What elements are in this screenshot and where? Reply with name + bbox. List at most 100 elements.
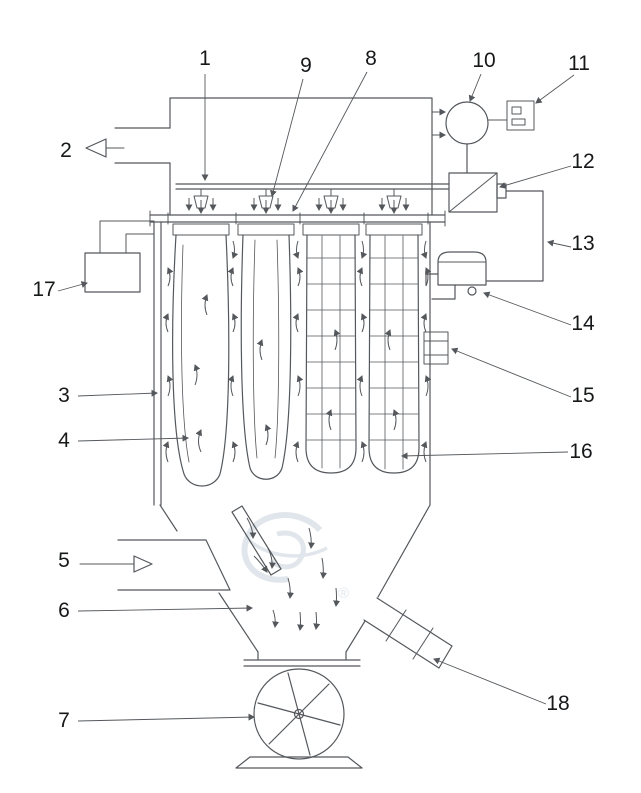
bag-band-2 — [237, 223, 295, 236]
main-drawing — [79, 97, 544, 769]
inlet-duct-walls — [117, 539, 231, 591]
callout-11: 11 — [568, 52, 590, 75]
leader-line-11 — [535, 74, 575, 104]
leader-line-13 — [547, 239, 572, 248]
chute-flanges — [385, 609, 434, 660]
valve-14-port — [467, 286, 477, 296]
control-box-body — [506, 100, 535, 131]
flow-arrows — [162, 198, 432, 631]
diaphragm-valve — [425, 251, 487, 300]
flow-arrow — [227, 267, 234, 287]
flow-arrow — [425, 267, 432, 287]
bag-3-outline — [305, 234, 357, 474]
flow-arrow — [333, 329, 341, 351]
cabinet-17-body — [84, 252, 141, 293]
casing — [153, 221, 431, 506]
callout-1: 1 — [199, 47, 211, 70]
leader-line-4 — [77, 434, 189, 442]
bag-3-cage-grid — [306, 235, 356, 469]
callout-4: 4 — [58, 429, 70, 452]
bag-band-4 — [365, 223, 423, 236]
bag-mouth-bands — [172, 223, 423, 236]
flow-arrow — [297, 267, 304, 287]
pulse-air-manifold — [175, 183, 450, 190]
flow-arrow — [166, 375, 174, 397]
flow-arrow — [296, 375, 304, 397]
callout-8: 8 — [365, 47, 377, 70]
blower-body — [445, 101, 489, 145]
watermark-registered-symbol: ® — [338, 585, 349, 602]
outlet-duct — [85, 127, 171, 164]
flow-arrow — [162, 441, 170, 463]
hopper-right-slope — [345, 504, 431, 653]
pulse-control-valve — [448, 172, 507, 213]
flow-arrow — [308, 527, 316, 549]
leader-line-9 — [270, 78, 304, 197]
flow-arrow — [287, 577, 295, 599]
leader-line-16 — [401, 451, 569, 460]
flow-arrow — [231, 441, 239, 463]
filter-bag-3 — [305, 234, 357, 474]
flow-arrow — [297, 611, 305, 631]
leader-line-17 — [57, 281, 88, 292]
blow-nozzles — [193, 188, 402, 209]
bag-band-3 — [302, 223, 360, 236]
callout-14: 14 — [571, 312, 595, 335]
bag-2-outline — [240, 234, 292, 480]
inlet-duct — [79, 505, 282, 591]
filter-bag-4 — [368, 234, 420, 474]
leader-line-12 — [499, 165, 572, 189]
deflector-plate — [231, 505, 282, 576]
discharge-chute — [363, 597, 453, 669]
flow-arrow — [420, 240, 428, 259]
leader-line-15 — [451, 347, 572, 398]
flow-arrow — [167, 267, 174, 287]
filter-bag-2 — [240, 234, 292, 480]
bag-2-folds — [252, 239, 280, 459]
hopper-neck — [243, 651, 361, 667]
flow-arrow — [201, 294, 209, 316]
box-15-body — [423, 331, 449, 365]
rotary-valve-base — [235, 756, 363, 769]
flow-arrow — [356, 267, 363, 287]
rotary-valve-hub — [293, 708, 305, 720]
control-box-window-2 — [511, 118, 526, 126]
valve-12-diagonal — [448, 172, 498, 213]
flow-arrow — [420, 441, 428, 463]
side-access-box — [423, 331, 449, 365]
compressed-air-pipe — [486, 190, 544, 282]
leader-line-6 — [77, 604, 253, 612]
valve-14-dome — [437, 251, 487, 286]
cabinet-17-wires — [99, 220, 155, 254]
nozzle-2 — [258, 188, 274, 209]
tube-sheet-flange — [149, 210, 446, 227]
outlet-duct-walls — [114, 127, 171, 164]
plenum-shell — [169, 97, 433, 216]
control-cabinet — [84, 220, 155, 293]
flow-arrow — [420, 313, 427, 333]
flow-arrow — [360, 441, 368, 463]
flow-arrow — [253, 555, 268, 573]
filter-bag-1 — [172, 234, 230, 487]
flow-arrow — [193, 364, 201, 386]
callout-15: 15 — [571, 384, 594, 407]
hopper — [159, 504, 431, 667]
control-box-window-1 — [511, 106, 522, 115]
callout-16: 16 — [569, 440, 592, 463]
flange-lines — [149, 214, 446, 223]
leader-line-8 — [292, 71, 368, 212]
callout-5: 5 — [58, 549, 70, 572]
flow-arrow — [313, 611, 321, 630]
flange-bolts — [149, 210, 446, 227]
flow-arrow — [292, 313, 299, 333]
flow-arrow — [195, 429, 202, 453]
flow-arrow — [232, 313, 239, 333]
inlet-flow-arrow-icon — [133, 555, 153, 573]
rotary-valve — [235, 668, 363, 769]
callout-6: 6 — [58, 599, 70, 622]
bag-1-outline — [172, 234, 230, 487]
bag-4-cage-grid — [369, 235, 419, 470]
leader-line-10 — [468, 73, 482, 102]
